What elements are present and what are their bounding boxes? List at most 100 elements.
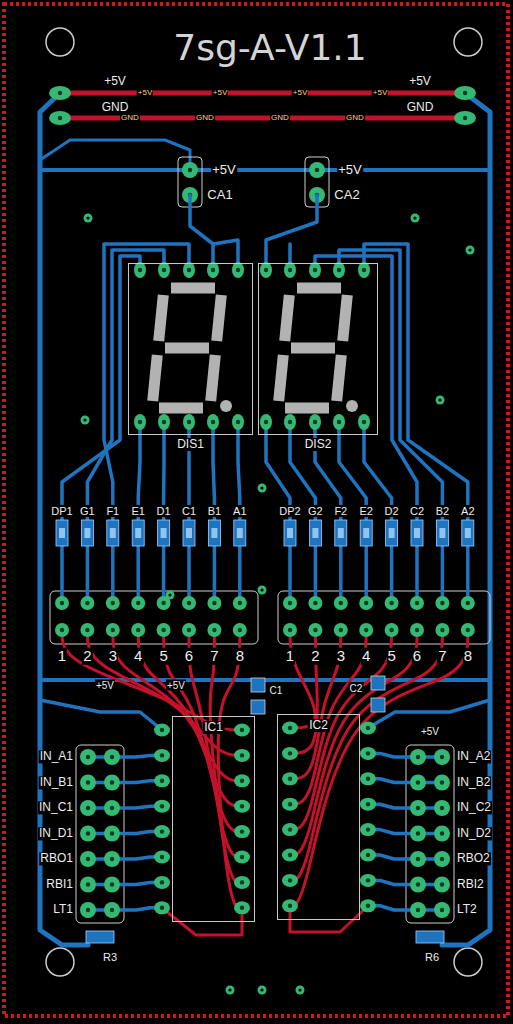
resistor-body [135,528,141,538]
via-hole [438,398,441,401]
drill-hole [288,726,292,730]
solder-pad [360,772,376,785]
drill-hole [86,806,90,810]
drill-hole [85,601,89,605]
drill-hole [288,751,292,755]
pin-number: 6 [184,648,194,665]
drill-hole [440,601,444,605]
drill-hole [440,755,444,759]
copper-trace [290,630,392,830]
part-designator: IC2 [307,719,330,732]
resistor-body [186,528,192,538]
solder-pad [182,596,196,610]
solder-pad [434,749,450,765]
copper-trace [136,545,140,603]
resistor-body [338,528,344,538]
signal-name: LT1 [52,903,74,916]
via [436,396,445,405]
via-hole [228,988,231,991]
resistor-body [414,528,420,538]
solder-pad [154,774,170,787]
display-outline: DIS2 [258,263,378,435]
drill-hole [111,628,115,632]
drill-hole [440,780,444,784]
solder-pad [283,596,297,610]
solder-pad [131,623,145,637]
drill-hole [337,268,341,272]
solder-pad [49,111,71,125]
copper-trace [88,908,162,910]
solder-pad [104,749,120,765]
trace-net-label: +5V [137,89,153,98]
pin-number: 7 [209,648,219,665]
drill-hole [86,908,90,912]
via-hole [168,593,171,596]
signal-name: IN_C2 [456,801,492,814]
copper-trace [40,140,190,170]
solder-pad [461,623,475,637]
drill-hole [86,857,90,861]
solder-pad [234,774,250,787]
copper-trace [104,244,189,520]
resistor-label: D2 [384,505,400,517]
drill-hole [415,601,419,605]
drill-hole [463,116,467,120]
copper-trace [339,545,343,603]
pin-number: 8 [463,648,473,665]
drill-hole [264,420,268,424]
resistor-label: A2 [460,505,475,517]
display-outline: DIS1 [128,263,253,435]
drill-hole [211,268,215,272]
resistor-label: F2 [333,505,348,517]
capacitor-symbol [251,678,265,692]
pin-name: +5V [337,163,363,177]
solder-pad [80,596,94,610]
via [166,591,175,600]
board-title: 7sg-A-V1.1 [172,28,367,68]
solder-pad [154,876,170,889]
drill-hole [313,420,317,424]
solder-pad [358,262,370,278]
pin-number: 4 [361,648,371,665]
drill-hole [315,168,319,172]
solder-pad [104,851,120,867]
copper-trace [368,700,490,728]
solder-pad [283,623,297,637]
resistor-symbol [284,520,296,546]
drill-hole [366,904,370,908]
drill-hole [366,726,370,730]
drill-hole [240,855,244,859]
drill-hole [288,827,292,831]
drill-hole [160,804,164,808]
drill-hole [161,601,165,605]
solder-pad [134,414,146,430]
copper-trace [368,906,442,910]
display-segment [153,355,158,401]
chip-outline: IC1 [172,716,255,922]
copper-trace [88,882,162,884]
display-segment [285,403,329,414]
copper-trace [164,630,242,832]
part-designator: R3 [102,951,118,963]
copper-trace [368,880,442,884]
copper-trace [88,832,162,834]
drill-hole [240,829,244,833]
solder-pad [80,775,96,791]
drill-hole [240,804,244,808]
part-designator: R6 [424,951,440,963]
pin-number: 2 [310,648,320,665]
solder-pad [410,775,426,791]
solder-pad [309,414,321,430]
resistor-symbol [107,520,119,546]
solder-pad [282,747,298,760]
drill-hole [187,628,191,632]
drill-hole [416,857,420,861]
drill-hole [288,268,292,272]
mounting-hole [454,28,482,56]
drill-hole [288,904,292,908]
via-hole [298,988,301,991]
via [84,214,93,223]
drill-hole [187,420,191,424]
solder-pad [334,596,348,610]
part-designator: DIS1 [175,438,206,451]
